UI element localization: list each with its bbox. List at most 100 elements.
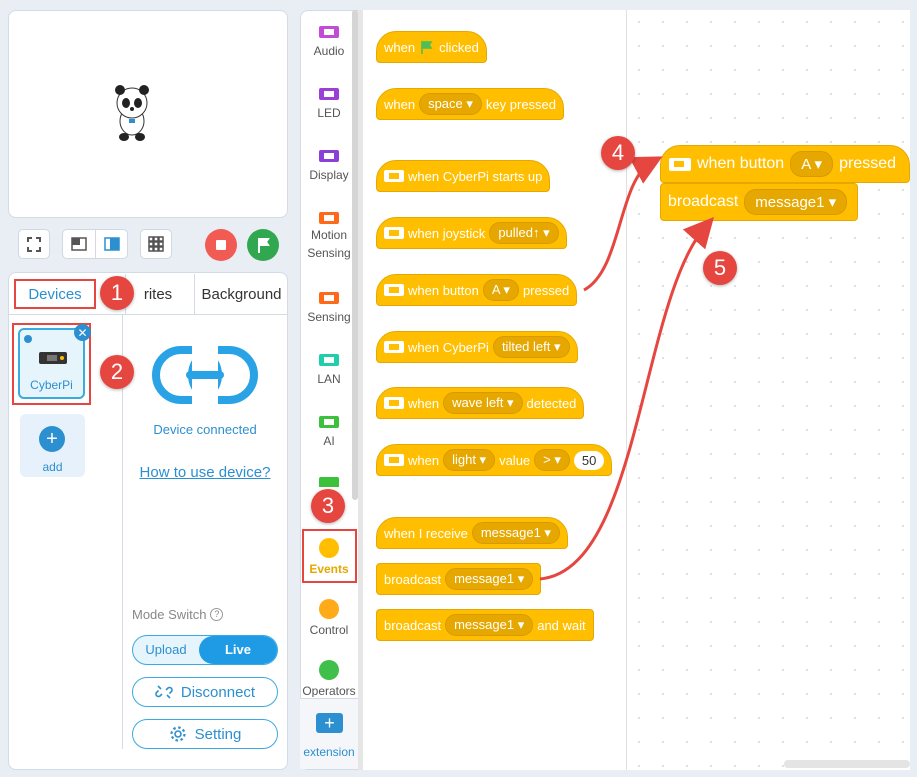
help-icon[interactable]: ? xyxy=(210,608,224,621)
category-motion-sensing[interactable]: Motion Sensing xyxy=(300,212,358,262)
setting-label: Setting xyxy=(194,725,242,743)
block-broadcast-and-wait[interactable]: broadcast message1 and wait xyxy=(376,609,594,641)
device-highlight xyxy=(12,323,91,405)
category-scrollbar[interactable] xyxy=(352,10,358,500)
cyberpi-block-icon xyxy=(384,341,404,353)
block-when-i-receive[interactable]: when I receive message1 xyxy=(376,517,568,549)
block-text: key pressed xyxy=(485,96,557,112)
category-sensing[interactable]: Sensing xyxy=(300,292,358,324)
step-badge-4: 4 xyxy=(601,136,635,170)
operator-dropdown[interactable]: > xyxy=(534,449,570,471)
fullscreen-button[interactable] xyxy=(18,229,50,259)
category-led[interactable]: LED xyxy=(300,88,358,120)
sensor-dropdown[interactable]: light xyxy=(443,449,496,471)
motion-sensing-icon xyxy=(319,212,339,224)
block-when-wave[interactable]: when wave left detected xyxy=(376,387,585,419)
wave-dropdown[interactable]: wave left xyxy=(443,392,523,414)
category-events[interactable]: Events xyxy=(300,538,358,576)
block-when-key-pressed[interactable]: when space key pressed xyxy=(376,88,565,120)
category-label: Motion Sensing xyxy=(307,228,351,260)
run-button[interactable] xyxy=(247,229,279,261)
led-icon xyxy=(319,88,339,100)
block-text: when button xyxy=(697,155,785,172)
setting-button[interactable]: Setting xyxy=(132,719,278,749)
operators-dot-icon xyxy=(319,660,339,680)
disconnect-button[interactable]: Disconnect xyxy=(132,677,278,707)
close-icon: ✕ xyxy=(77,325,88,340)
category-lan[interactable]: LAN xyxy=(300,354,358,386)
category-label: Display xyxy=(309,168,349,182)
block-text: when joystick xyxy=(408,225,486,241)
category-operators[interactable]: Operators xyxy=(300,660,358,697)
stop-icon xyxy=(216,240,226,250)
message-dropdown[interactable]: message1 xyxy=(471,522,560,544)
threshold-input[interactable]: 50 xyxy=(573,450,605,470)
audio-icon xyxy=(319,26,339,38)
tab-devices[interactable]: Devices xyxy=(14,279,96,309)
cyberpi-block-icon xyxy=(384,397,404,409)
panel-divider xyxy=(122,315,123,749)
live-mode-option[interactable]: Live xyxy=(199,636,277,664)
add-device-button[interactable]: + add xyxy=(20,414,85,477)
tab-sprites[interactable]: rites xyxy=(125,274,190,314)
workspace-broadcast[interactable]: broadcast message1 xyxy=(660,183,858,221)
cyberpi-block-icon xyxy=(384,284,404,296)
small-stage-button[interactable] xyxy=(63,230,96,258)
block-when-starts-up[interactable]: when CyberPi starts up xyxy=(376,160,551,192)
plus-icon: + xyxy=(39,426,65,452)
add-label: add xyxy=(42,460,63,474)
workspace-when-button-pressed[interactable]: when button A pressed xyxy=(660,145,910,183)
grid-button[interactable] xyxy=(140,229,172,259)
category-ai[interactable]: AI xyxy=(300,416,358,448)
remove-device-button[interactable]: ✕ xyxy=(74,324,91,341)
block-when-joystick[interactable]: when joystick pulled↑ xyxy=(376,217,567,249)
category-display[interactable]: Display xyxy=(300,150,358,182)
tab-background[interactable]: Background xyxy=(194,274,288,314)
block-text: when xyxy=(384,96,416,112)
mode-toggle[interactable]: Upload Live xyxy=(132,635,278,665)
fullscreen-icon xyxy=(27,237,41,252)
upload-mode-option[interactable]: Upload xyxy=(145,642,187,657)
block-when-button-pressed[interactable]: when button A pressed xyxy=(376,274,578,306)
category-control[interactable]: Control xyxy=(300,599,358,637)
block-text: pressed xyxy=(839,155,896,172)
category-label: Audio xyxy=(313,44,345,58)
message-dropdown[interactable]: message1 xyxy=(744,189,848,215)
extension-button[interactable]: + extension xyxy=(300,698,358,769)
workspace-scrollbar[interactable] xyxy=(784,760,910,768)
block-text: when xyxy=(408,395,440,411)
large-stage-button[interactable] xyxy=(96,230,128,258)
category-audio[interactable]: Audio xyxy=(300,26,358,58)
script-workspace[interactable] xyxy=(626,10,910,770)
stop-button[interactable] xyxy=(205,229,237,261)
message-dropdown[interactable]: message1 xyxy=(445,614,534,636)
block-when-light-value[interactable]: when light value > 50 xyxy=(376,444,613,476)
green-flag-icon xyxy=(421,41,433,54)
joystick-dropdown[interactable]: pulled↑ xyxy=(489,222,559,244)
category-label: LED xyxy=(317,106,341,120)
partial-category-icon xyxy=(319,477,339,487)
category-column xyxy=(300,10,358,770)
block-text: detected xyxy=(526,395,577,411)
small-stage-icon xyxy=(71,237,87,251)
block-text: when CyberPi xyxy=(408,339,489,355)
button-dropdown[interactable]: A xyxy=(790,151,834,177)
block-when-flag-clicked[interactable]: when clicked xyxy=(376,31,487,63)
message-dropdown[interactable]: message1 xyxy=(445,568,534,590)
tilt-dropdown[interactable]: tilted left xyxy=(492,336,570,358)
device-card-cyberpi[interactable]: CyberPi xyxy=(18,328,85,399)
gear-icon xyxy=(170,726,186,742)
block-text: value xyxy=(499,452,531,468)
block-text: and wait xyxy=(537,617,586,633)
layout-toggle[interactable] xyxy=(62,229,128,259)
stage-canvas[interactable] xyxy=(8,10,288,218)
block-text: pressed xyxy=(522,282,570,298)
how-to-use-link[interactable]: How to use device? xyxy=(139,464,271,481)
block-text: broadcast xyxy=(384,571,442,587)
block-broadcast[interactable]: broadcast message1 xyxy=(376,563,542,595)
step-badge-3: 3 xyxy=(311,489,345,523)
button-dropdown[interactable]: A xyxy=(482,279,519,301)
block-when-tilted[interactable]: when CyberPi tilted left xyxy=(376,331,578,363)
panda-sprite[interactable] xyxy=(107,81,157,143)
key-dropdown[interactable]: space xyxy=(419,93,482,115)
